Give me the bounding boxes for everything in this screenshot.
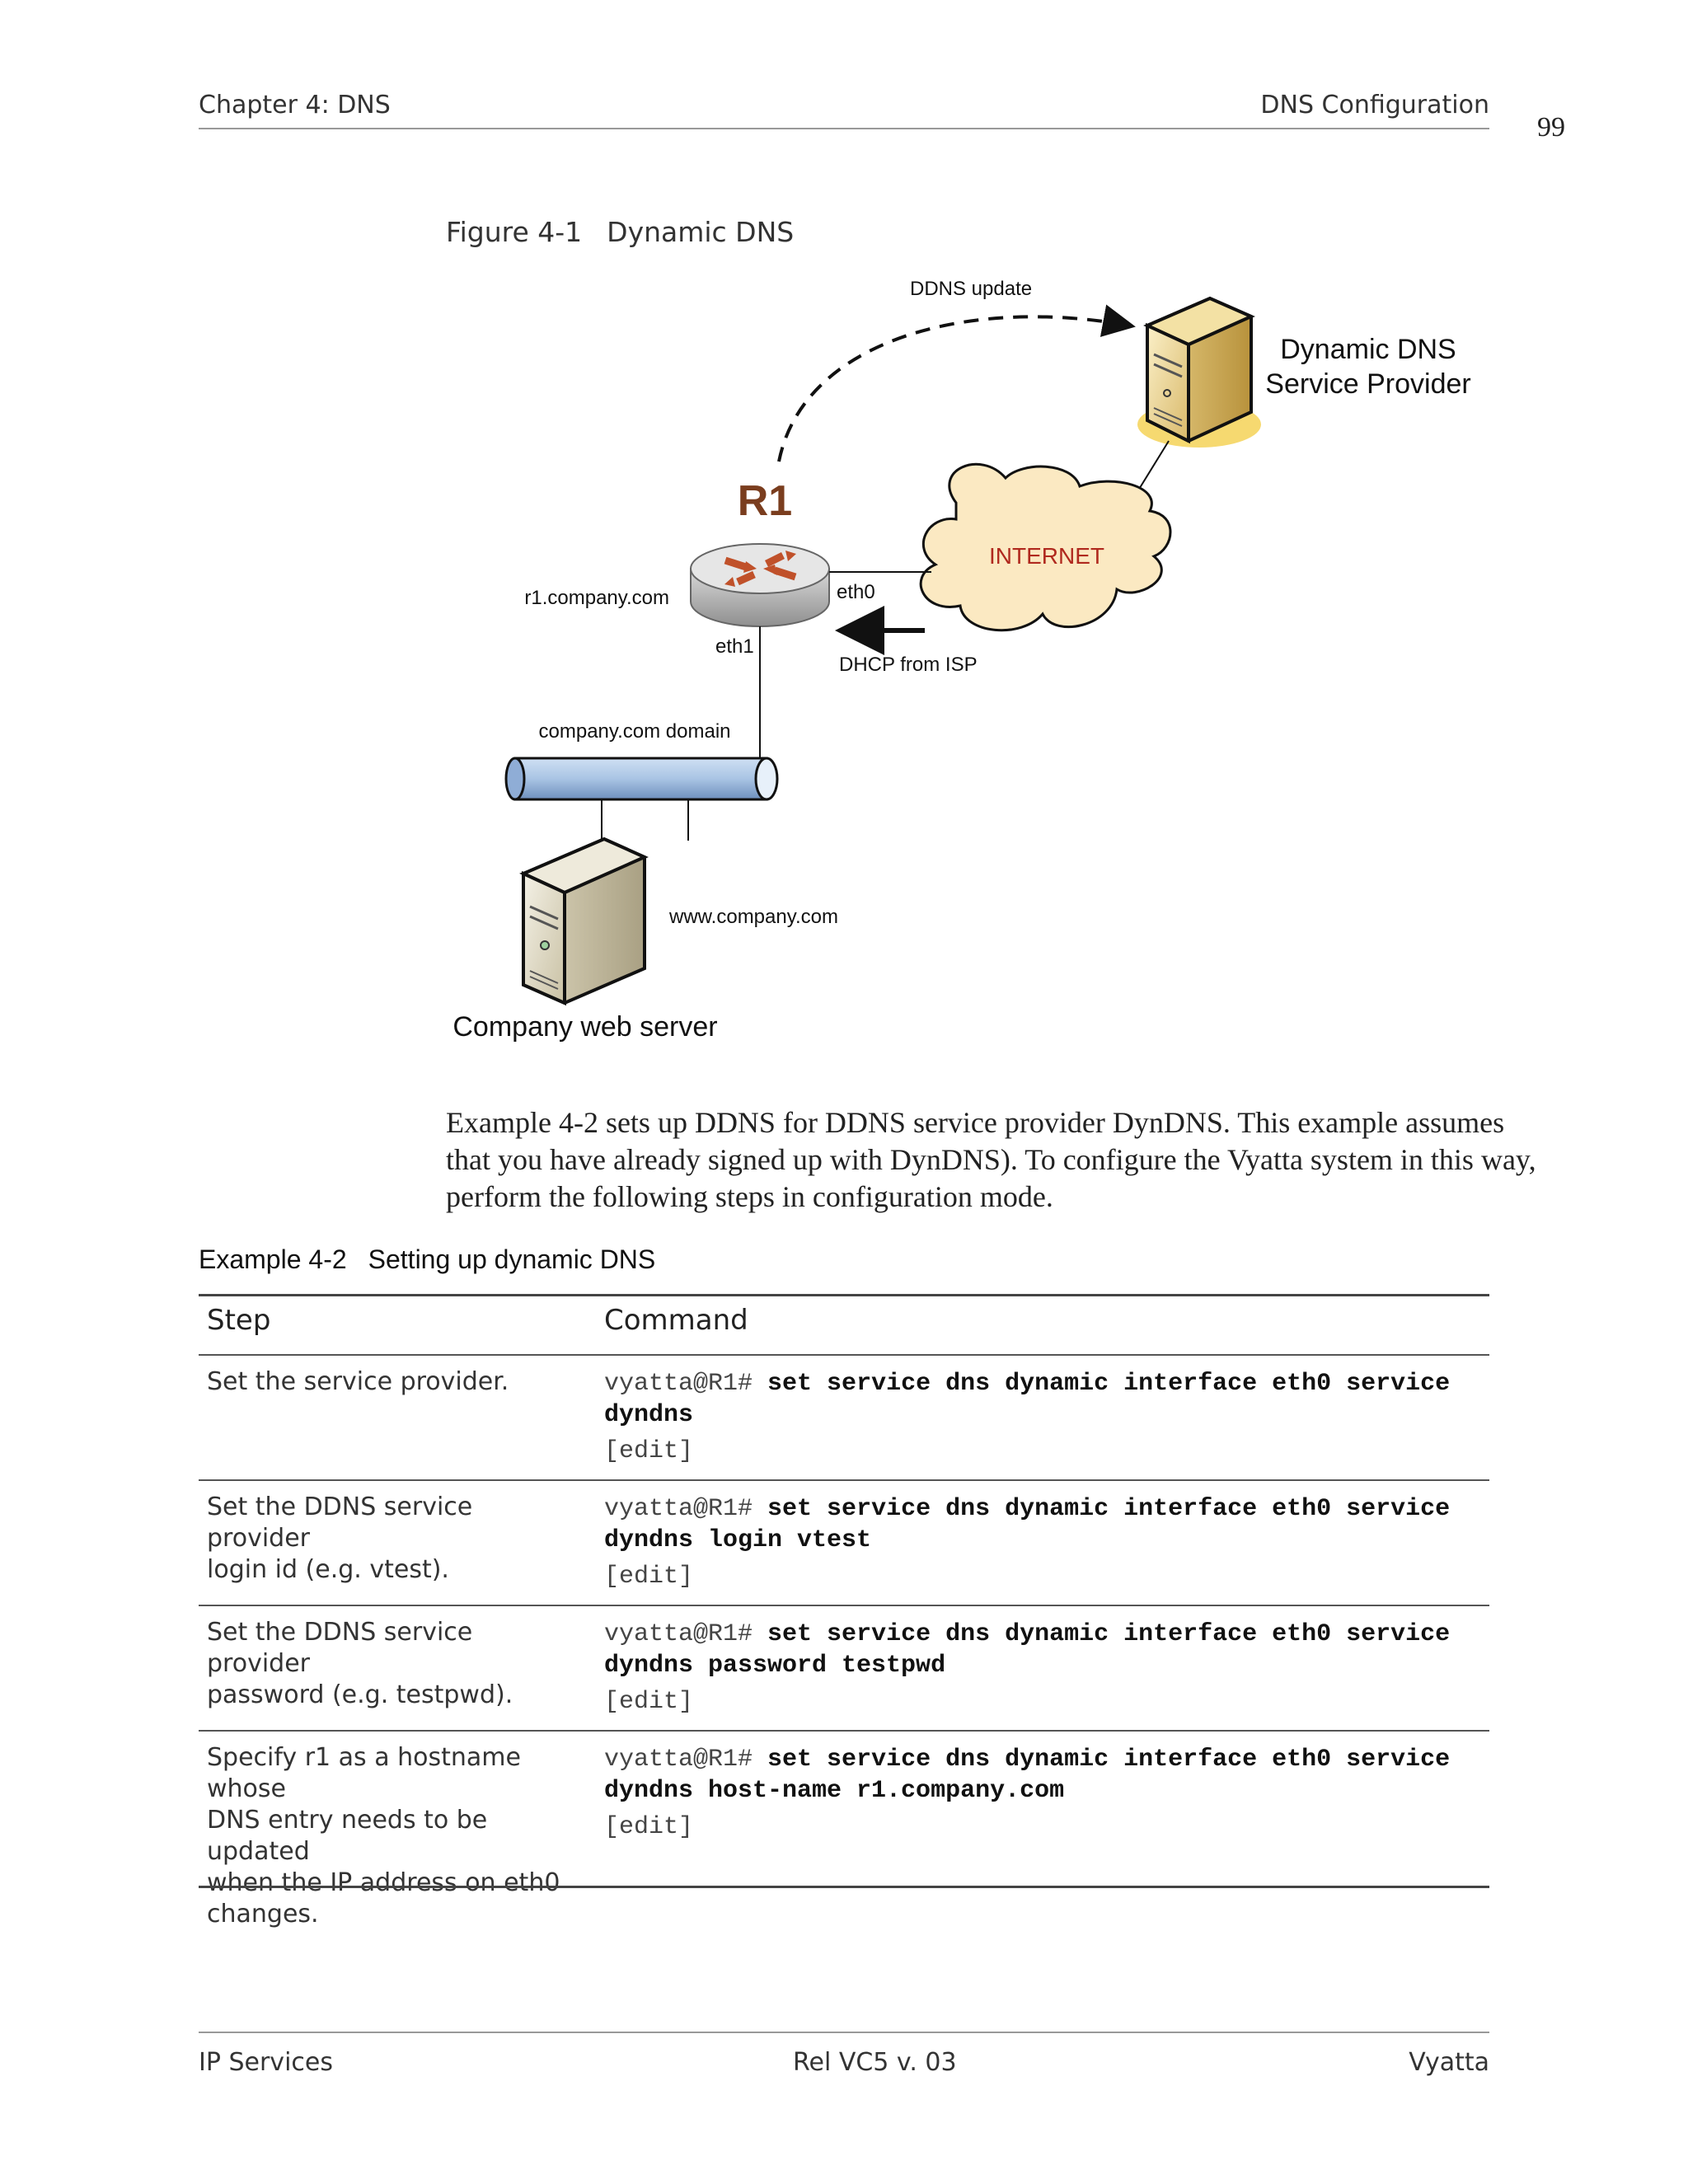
lan-segment-pipe bbox=[504, 757, 779, 801]
table-row-step: Specify r1 as a hostname whose DNS entry… bbox=[207, 1742, 570, 1930]
table-top-rule bbox=[199, 1294, 1489, 1296]
command-text: dyndns login vtest bbox=[604, 1526, 872, 1554]
ddns-update-arrow bbox=[777, 304, 1136, 462]
step-text: DNS entry needs to be updated bbox=[207, 1806, 488, 1866]
step-text: Set the DDNS service provider bbox=[207, 1493, 473, 1553]
row-divider bbox=[199, 1479, 1489, 1481]
column-header-command: Command bbox=[604, 1304, 748, 1337]
table-row-command: vyatta@R1# set service dns dynamic inter… bbox=[604, 1619, 1486, 1718]
eth1-label: eth1 bbox=[715, 635, 754, 658]
header-rule bbox=[199, 1354, 1489, 1356]
provider-server-icon bbox=[1137, 296, 1261, 448]
internet-label: INTERNET bbox=[989, 543, 1104, 569]
column-header-step: Step bbox=[207, 1304, 271, 1337]
table-row-step: Set the service provider. bbox=[207, 1366, 570, 1398]
example-number: Example 4-2 bbox=[199, 1244, 347, 1274]
command-text: dyndns bbox=[604, 1401, 694, 1429]
running-header-chapter: Chapter 4: DNS bbox=[199, 91, 391, 120]
figure-title: Dynamic DNS bbox=[607, 216, 795, 248]
edit-marker: [edit] bbox=[604, 1813, 694, 1841]
step-text: Specify r1 as a hostname whose bbox=[207, 1743, 521, 1803]
edit-marker: [edit] bbox=[604, 1437, 694, 1465]
edit-marker: [edit] bbox=[604, 1688, 694, 1716]
command-prompt: vyatta@R1# bbox=[604, 1620, 768, 1648]
provider-label-line1: Dynamic DNS bbox=[1280, 334, 1456, 365]
body-paragraph: Example 4-2 sets up DDNS for DDNS servic… bbox=[446, 1104, 1536, 1216]
command-prompt: vyatta@R1# bbox=[604, 1495, 768, 1523]
web-server-icon bbox=[519, 837, 649, 1006]
table-row-command: vyatta@R1# set service dns dynamic inter… bbox=[604, 1493, 1486, 1592]
step-text: Set the service provider. bbox=[207, 1367, 509, 1396]
edit-marker: [edit] bbox=[604, 1563, 694, 1591]
web-server-label: Company web server bbox=[452, 1011, 717, 1043]
step-text: password (e.g. testpwd). bbox=[207, 1680, 513, 1709]
router-name: R1 bbox=[738, 477, 792, 525]
paragraph-line: that you have already signed up with Dyn… bbox=[446, 1143, 1536, 1176]
running-header-section: DNS Configuration bbox=[1260, 91, 1489, 120]
figure-number: Figure 4-1 bbox=[446, 216, 583, 248]
table-bottom-rule bbox=[199, 1886, 1489, 1888]
step-text: Set the DDNS service provider bbox=[207, 1618, 473, 1678]
figure-caption: Figure 4-1 Dynamic DNS bbox=[446, 216, 794, 248]
command-prompt: vyatta@R1# bbox=[604, 1746, 768, 1774]
row-divider bbox=[199, 1730, 1489, 1732]
example-title: Setting up dynamic DNS bbox=[368, 1244, 656, 1274]
router-hostname: r1.company.com bbox=[524, 587, 669, 609]
example-caption: Example 4-2 Setting up dynamic DNS bbox=[199, 1244, 655, 1275]
table-row-command: vyatta@R1# set service dns dynamic inter… bbox=[604, 1744, 1486, 1843]
internet-cloud-icon bbox=[919, 462, 1172, 632]
step-text: login id (e.g. vtest). bbox=[207, 1555, 449, 1584]
footer-release: Rel VC5 v. 03 bbox=[793, 2048, 957, 2077]
command-prompt: vyatta@R1# bbox=[604, 1370, 768, 1398]
command-text: set service dns dynamic interface eth0 s… bbox=[767, 1495, 1451, 1523]
ddns-update-label: DDNS update bbox=[910, 278, 1032, 300]
table-row-step: Set the DDNS service provider login id (… bbox=[207, 1492, 570, 1586]
dynamic-dns-diagram: DDNS update Dynamic DNS Service Provider… bbox=[452, 278, 1470, 1043]
header-rule bbox=[199, 128, 1489, 129]
page-number: 99 bbox=[1537, 112, 1565, 143]
table-row-command: vyatta@R1# set service dns dynamic inter… bbox=[604, 1368, 1486, 1467]
command-text: set service dns dynamic interface eth0 s… bbox=[767, 1746, 1451, 1774]
dhcp-label: DHCP from ISP bbox=[839, 654, 978, 676]
table-row-step: Set the DDNS service provider password (… bbox=[207, 1617, 570, 1711]
command-text: set service dns dynamic interface eth0 s… bbox=[767, 1370, 1451, 1398]
www-label: www.company.com bbox=[668, 906, 838, 928]
command-text: set service dns dynamic interface eth0 s… bbox=[767, 1620, 1451, 1648]
router-icon bbox=[690, 543, 830, 627]
command-text: dyndns host-name r1.company.com bbox=[604, 1777, 1065, 1805]
footer-company: Vyatta bbox=[1409, 2048, 1489, 2077]
paragraph-line: perform the following steps in configura… bbox=[446, 1180, 1053, 1213]
footer-rule bbox=[199, 2032, 1489, 2033]
paragraph-line: Example 4-2 sets up DDNS for DDNS servic… bbox=[446, 1106, 1505, 1139]
footer-book-title: IP Services bbox=[199, 2048, 333, 2077]
domain-label: company.com domain bbox=[539, 720, 731, 743]
eth0-label: eth0 bbox=[837, 581, 875, 603]
row-divider bbox=[199, 1605, 1489, 1606]
step-text: when the IP address on eth0 bbox=[207, 1868, 560, 1897]
provider-label-line2: Service Provider bbox=[1265, 368, 1470, 400]
command-text: dyndns password testpwd bbox=[604, 1652, 946, 1680]
step-text: changes. bbox=[207, 1900, 319, 1929]
